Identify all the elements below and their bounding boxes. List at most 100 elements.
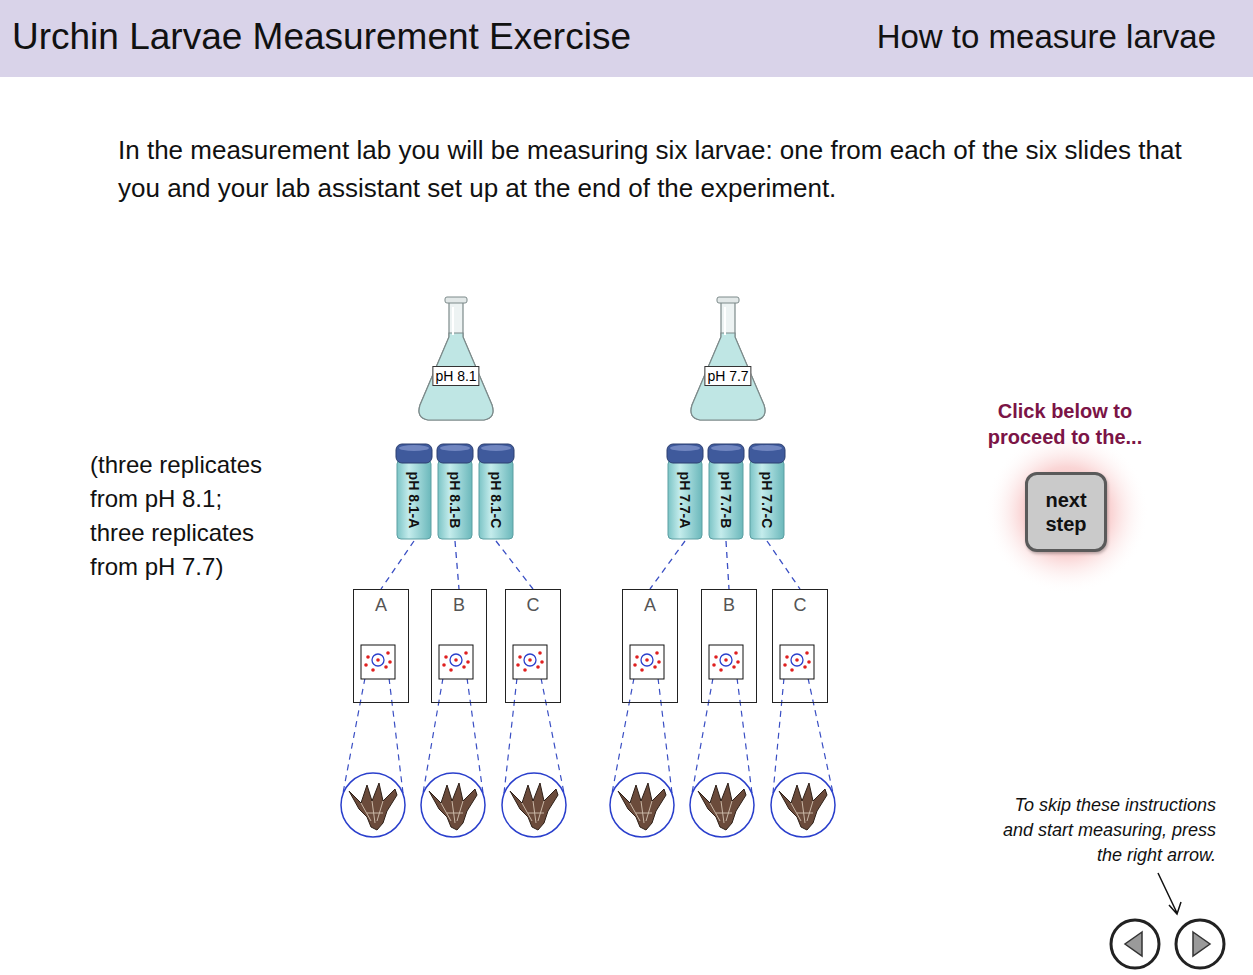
sample-dot [466, 660, 470, 664]
larva-detail [361, 801, 383, 823]
vial-cap [396, 444, 432, 463]
larva-detail [710, 801, 732, 823]
sample-dot [783, 663, 787, 667]
skip-note: To skip these instructions and start mea… [992, 793, 1216, 868]
microscope-slide: A [622, 589, 678, 703]
replicate-note: (three replicates from pH 8.1; three rep… [90, 448, 275, 584]
sample-ring [524, 654, 536, 666]
sample-dot [785, 655, 789, 659]
cover-slip [709, 645, 743, 679]
sample-dot [449, 668, 453, 672]
leader-line [467, 678, 483, 793]
vial-body [668, 460, 702, 539]
slide-letter: B [432, 594, 486, 616]
leader-line [773, 678, 784, 793]
flask: pH 7.7 [686, 295, 770, 423]
sample-dot [732, 665, 736, 669]
sample-dot [523, 668, 527, 672]
view-circle [610, 773, 674, 837]
larva-view [771, 773, 835, 837]
microscope-slide: C [505, 589, 561, 703]
sample-dot [653, 665, 657, 669]
next-step-button: next step [1025, 472, 1107, 552]
sample-dot [734, 651, 738, 655]
cover-slip [630, 645, 664, 679]
larva-detail [791, 801, 813, 823]
sample-dot [516, 663, 520, 667]
nav-triangle [1125, 932, 1142, 956]
sample-dot [719, 668, 723, 672]
sample-dot [712, 663, 716, 667]
view-circle [502, 773, 566, 837]
leader-line [737, 678, 752, 793]
cover-slip [361, 645, 395, 679]
vial-body [479, 460, 513, 539]
vial-cap-top [399, 445, 429, 451]
vial-cap [437, 444, 473, 463]
larva-view [610, 773, 674, 837]
sample-dot [376, 658, 380, 662]
slide-letter: C [506, 594, 560, 616]
flask-outline [414, 295, 498, 423]
larva-view [690, 773, 754, 837]
cover-slip [780, 645, 814, 679]
sample-dot [635, 655, 639, 659]
sample-dot [657, 660, 661, 664]
sample-ring [791, 654, 803, 666]
sample-vial: pH 8.1-B [436, 443, 474, 541]
sample-dot [655, 651, 659, 655]
larva [510, 783, 558, 830]
sample-dot [528, 658, 532, 662]
sample-dot [462, 665, 466, 669]
sample-dot [518, 655, 522, 659]
nav-button [1111, 920, 1159, 968]
sample-dot [366, 655, 370, 659]
microscope-slide: C [772, 589, 828, 703]
view-circle [690, 773, 754, 837]
flask-liquid [419, 333, 493, 420]
larva [698, 783, 746, 830]
cover-slip [439, 645, 473, 679]
larva-detail [522, 801, 544, 823]
flask-outline [686, 295, 770, 423]
vial-body [438, 460, 472, 539]
sample-ring [372, 654, 384, 666]
sample-dot [388, 660, 392, 664]
vial-label: pH 7.7-C [759, 472, 775, 529]
view-circle [771, 773, 835, 837]
button-glow [985, 430, 1149, 594]
vial-cap [478, 444, 514, 463]
sample-dot [803, 665, 807, 669]
sample-dot [795, 658, 799, 662]
section-heading: How to measure larvae [760, 17, 1216, 57]
vial-label: pH 7.7-B [718, 472, 734, 529]
sample-ring [641, 654, 653, 666]
dashed-connector [767, 541, 800, 589]
flask-liquid [691, 333, 765, 420]
cover-slip [513, 645, 547, 679]
vial-cap [708, 444, 744, 463]
vial-cap-top [752, 445, 782, 451]
sample-dot [645, 658, 649, 662]
vial-label: pH 7.7-A [677, 472, 693, 529]
vial-label: pH 8.1-B [447, 472, 463, 529]
sample-dot [714, 655, 718, 659]
larva [618, 783, 666, 830]
flask-highlight [452, 307, 454, 335]
sample-dot [364, 663, 368, 667]
microscope-slide: A [353, 589, 409, 703]
dashed-connector [381, 541, 414, 589]
view-circle [421, 773, 485, 837]
leader-line [658, 678, 672, 793]
pointer-arrow [1158, 873, 1181, 914]
flask-label: pH 7.7 [704, 366, 751, 386]
sample-dot [536, 665, 540, 669]
nav-triangle [1193, 932, 1210, 956]
vial-body [397, 460, 431, 539]
dashed-connector [496, 541, 533, 589]
page-title: Urchin Larvae Measurement Exercise [12, 15, 631, 59]
sample-dot [464, 651, 468, 655]
slide-letter: B [702, 594, 756, 616]
vial-cap-top [711, 445, 741, 451]
